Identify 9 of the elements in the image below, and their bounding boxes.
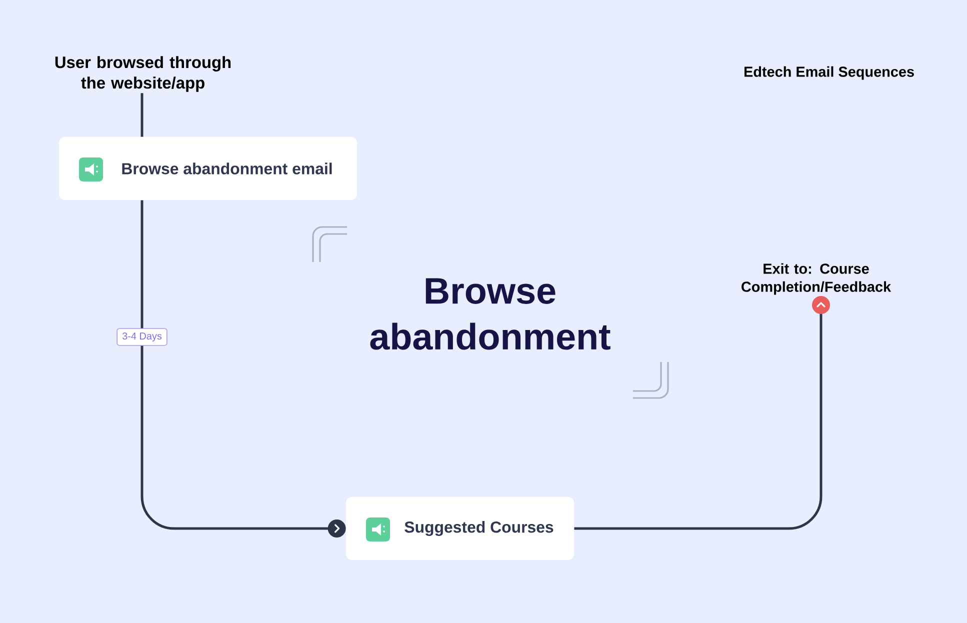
connector-arrow xyxy=(574,296,830,530)
connector-arrow xyxy=(140,200,346,538)
step-text: User browsed through the website/app xyxy=(55,56,231,92)
duration-tag: 3-4 Days xyxy=(116,328,168,346)
email-step-box: Suggested Courses xyxy=(346,497,574,560)
title: Browse abandonment xyxy=(370,278,610,350)
header-text: Edtech Email Sequences xyxy=(744,66,914,80)
step-text: Exit to: Course Completion/Feedback xyxy=(742,263,892,295)
email-step-box: Browse abandonment email xyxy=(59,137,357,200)
